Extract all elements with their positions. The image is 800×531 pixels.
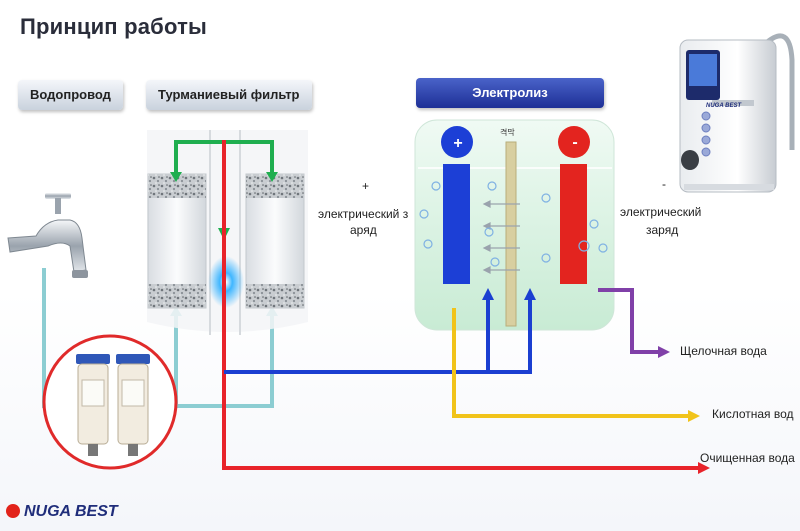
cathode-badge: [558, 126, 590, 158]
water-supply-tag: Водопровод: [18, 80, 123, 110]
spare-cartridge-left: [76, 354, 110, 456]
left-charge-line1: электрический з: [318, 207, 409, 221]
bubbles: [419, 181, 608, 267]
membrane-label: 격막: [500, 128, 515, 137]
alkaline-water-label: Щелочная вода: [680, 344, 767, 358]
cathode-minus-sign: -: [572, 134, 578, 151]
anode-electrode: [443, 164, 470, 284]
electrolysis-tag: Электролиз: [416, 78, 604, 108]
faucet-icon: [7, 193, 88, 278]
anode-badge: [441, 126, 473, 158]
nugabest-logo-text: NUGA BEST: [24, 503, 118, 520]
left-charge-line2: аряд: [350, 223, 377, 237]
water-ionizer-device: [679, 33, 795, 193]
nugabest-logo-icon: [6, 504, 20, 518]
device-brand-label: NUGA BEST: [706, 103, 742, 109]
right-charge-line1: электрический: [620, 205, 702, 219]
left-charge-sign: +: [362, 179, 370, 193]
nugabest-logo: NUGA BEST: [6, 503, 118, 521]
right-charge-sign: -: [662, 177, 666, 191]
right-charge-line2: заряд: [646, 223, 679, 237]
tourmaline-filter-tag: Турманиевый фильтр: [146, 80, 312, 110]
spare-cartridge-right: [116, 354, 150, 456]
cathode-electrode: [560, 164, 587, 284]
purified-water-label: Очищенная вода: [700, 451, 795, 465]
page-title: Принцип работы: [20, 14, 208, 39]
spare-cartridges-highlight: [42, 334, 178, 470]
filter-cartridge-right: [245, 173, 305, 309]
anode-plus-sign: +: [453, 135, 463, 152]
filter-cartridge-left: [147, 173, 207, 309]
acidic-water-label: Кислотная вод: [712, 407, 794, 421]
membrane: [482, 141, 520, 327]
